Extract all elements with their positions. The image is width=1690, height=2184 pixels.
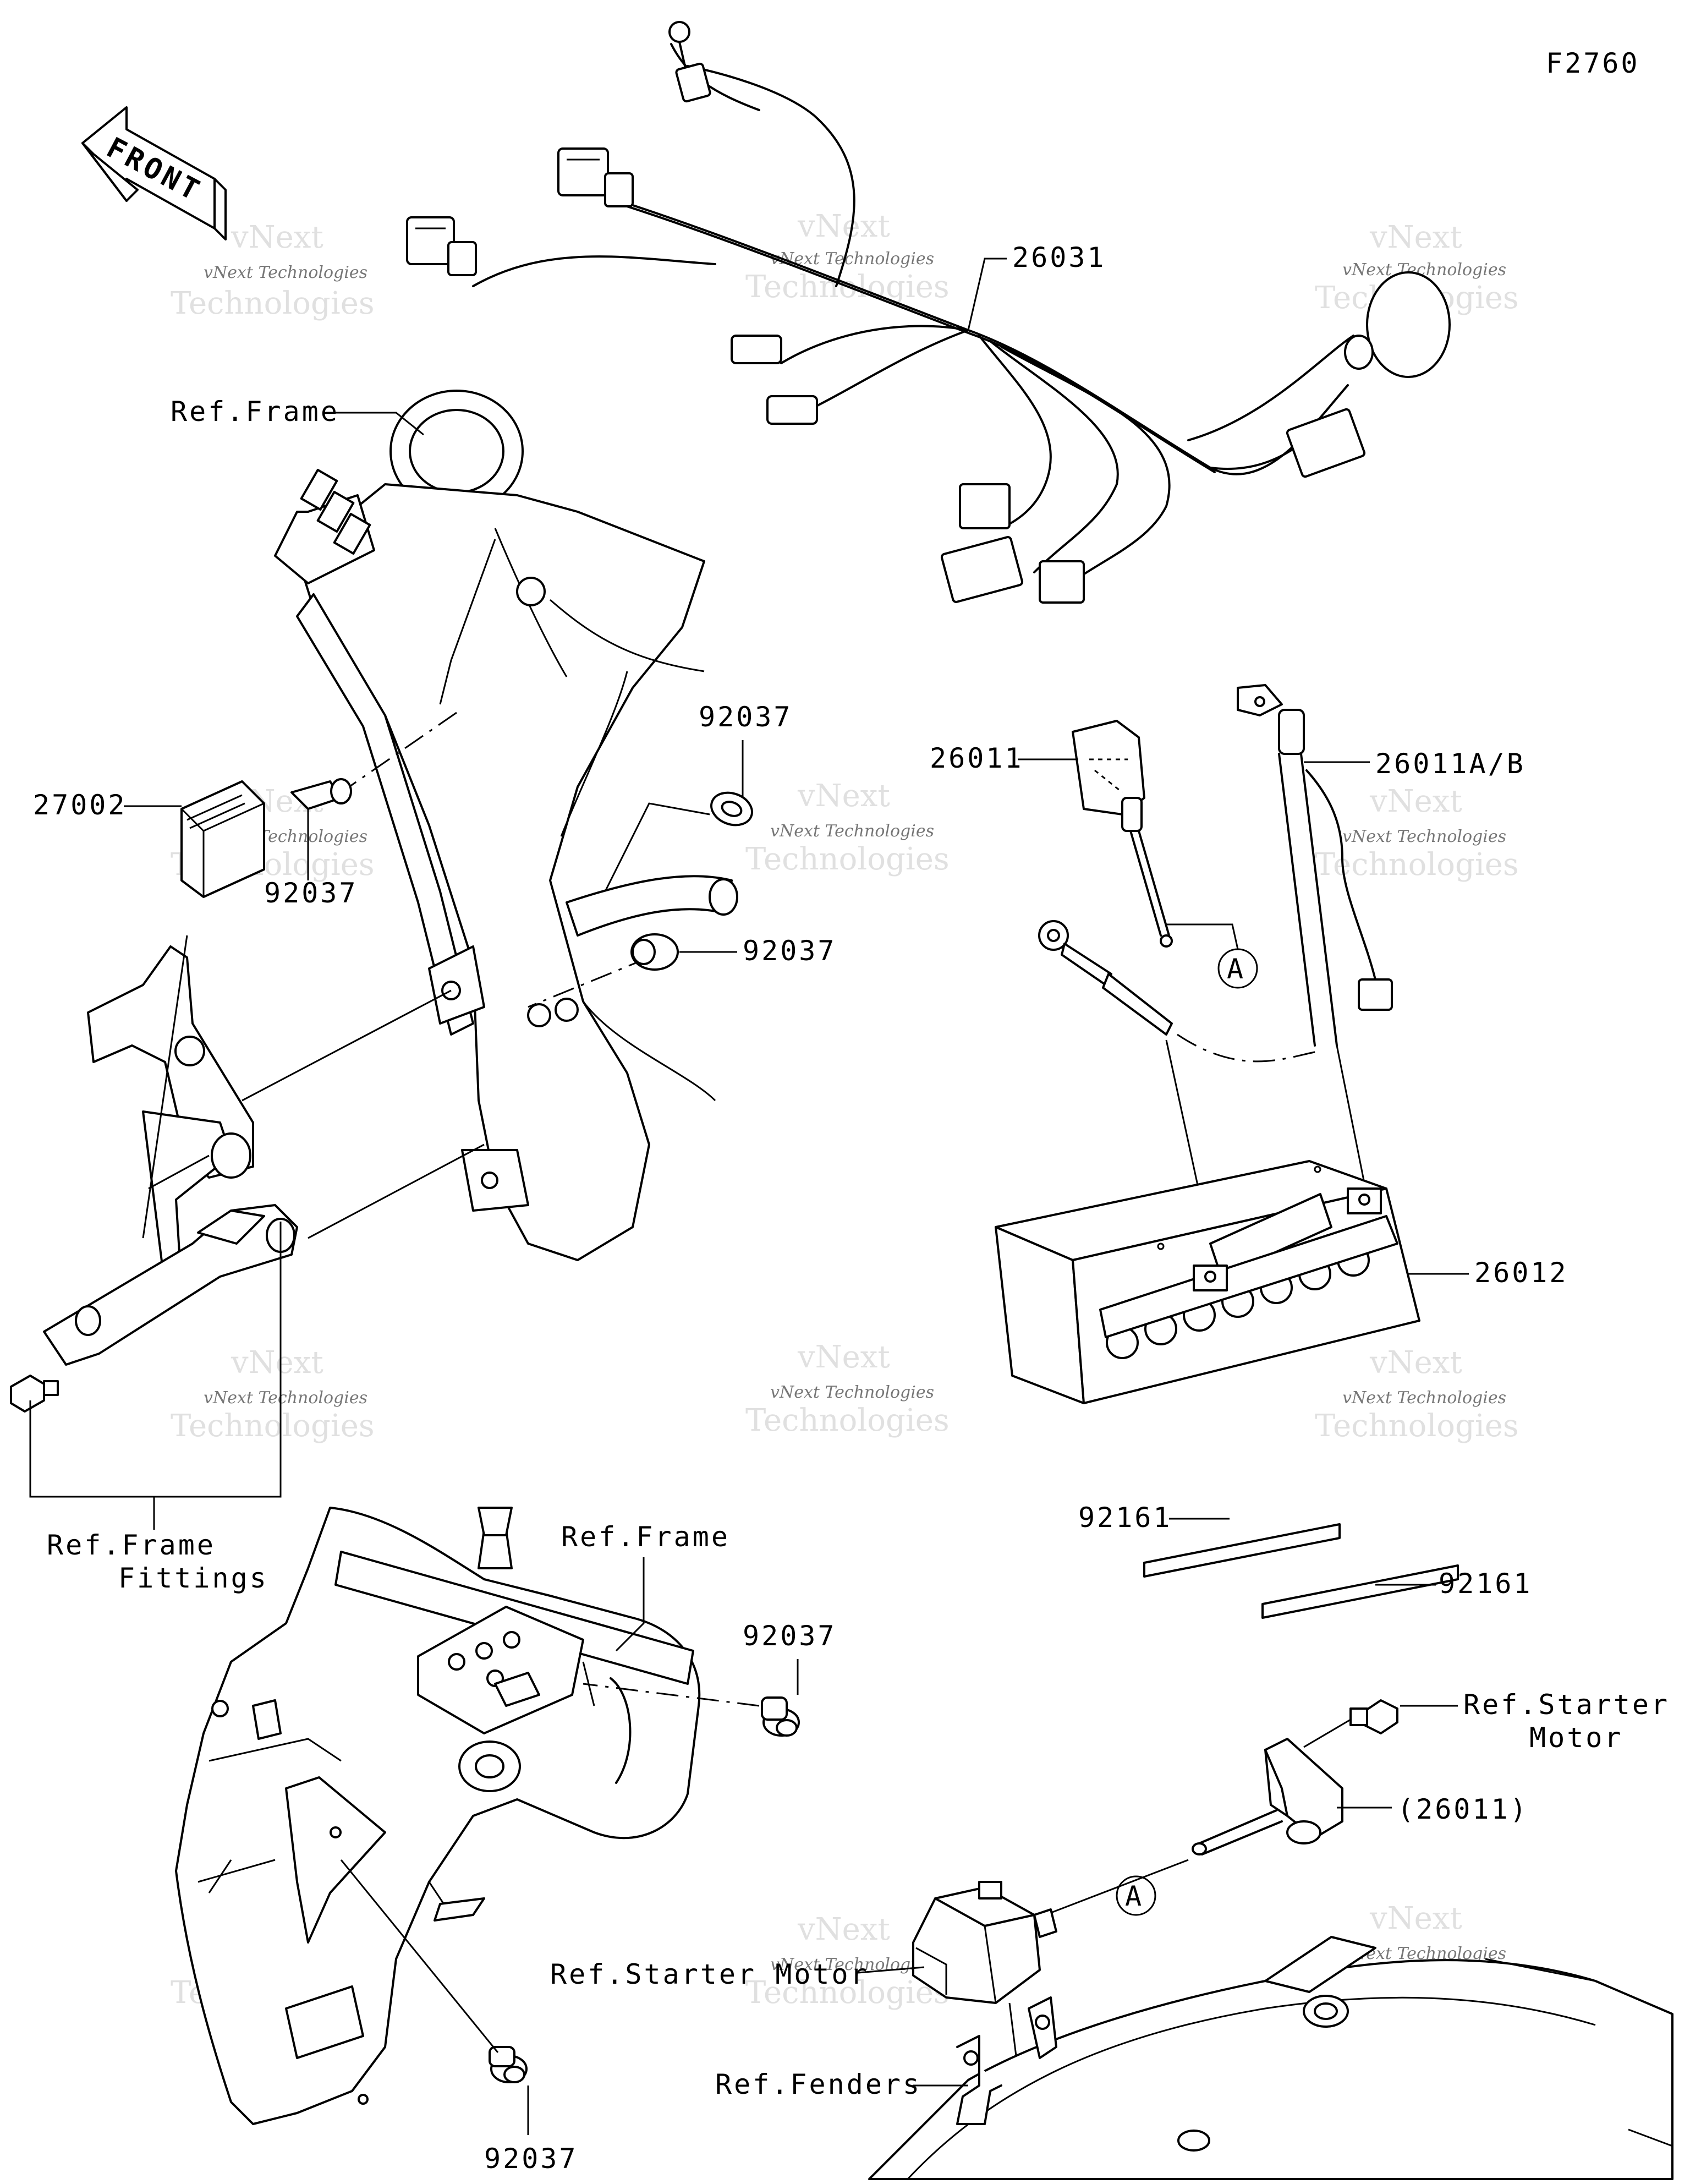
ground-cable-26011	[1072, 720, 1173, 948]
watermark: Technologies vNext Technologies vNext	[1315, 1345, 1519, 1444]
clamp-mid	[630, 933, 679, 971]
svg-text:Technologies: Technologies	[745, 1975, 950, 2011]
battery-26012	[995, 1160, 1420, 1404]
watermark: Technologies vNext Technologies vNext	[745, 1339, 950, 1438]
battery-label: 26012	[1474, 1257, 1568, 1289]
svg-text:vNext Technologies: vNext Technologies	[770, 1955, 934, 1974]
watermark: Technologies vNext Technologies vNext	[745, 778, 950, 877]
battery-terminal-negative	[1193, 1265, 1228, 1291]
battery-pad-2	[1261, 1564, 1459, 1619]
svg-text:Technologies: Technologies	[171, 1408, 375, 1444]
svg-text:vNext Technologies: vNext Technologies	[1342, 827, 1506, 846]
svg-text:vNext: vNext	[797, 1912, 890, 1947]
starter-relay	[912, 1881, 1057, 2004]
battery-negative-lead	[1038, 920, 1173, 1036]
svg-text:Technologies: Technologies	[745, 841, 950, 877]
frame-fitting-bracket	[43, 1204, 298, 1366]
harness-connector	[406, 216, 477, 276]
battery-pad-1	[1143, 1523, 1341, 1578]
svg-text:Technologies: Technologies	[745, 1403, 950, 1438]
clamp-bottom-1	[761, 1696, 800, 1737]
svg-text:Technologies: Technologies	[1315, 1408, 1519, 1444]
harness-connector	[940, 536, 1024, 603]
bolt	[10, 1375, 59, 1413]
ref-fenders-label: Ref.Fenders	[715, 2068, 921, 2100]
ref-starter-motor-left-label: Ref.Starter Motor	[550, 1958, 869, 1990]
svg-text:vNext: vNext	[797, 778, 890, 814]
ref-starter-motor-label-r2: Motor	[1529, 1722, 1623, 1754]
harness-sensor	[1344, 271, 1451, 378]
svg-text:vNext: vNext	[231, 1345, 323, 1381]
battery-terminal-positive	[1347, 1187, 1382, 1214]
callout-a-bottom: A	[1116, 1875, 1156, 1916]
harness-connector	[557, 147, 634, 207]
ref-frame-bottom-label: Ref.Frame	[561, 1521, 730, 1553]
pad-2-label: 92161	[1439, 1568, 1533, 1600]
svg-text:vNext: vNext	[231, 220, 323, 255]
ref-frame-fittings-label-1: Ref.Frame	[47, 1529, 216, 1561]
install-line	[528, 956, 650, 1008]
clamp-mid-label: 92037	[743, 935, 837, 967]
relay-label: 27002	[33, 789, 127, 821]
harness-connector	[1286, 408, 1366, 478]
starter-cable-label: (26011)	[1397, 1793, 1529, 1825]
svg-text:vNext Technologies: vNext Technologies	[1342, 1388, 1506, 1408]
battery-cable-label: 26011A/B	[1375, 748, 1526, 780]
relay-27002	[180, 780, 265, 898]
svg-text:vNext: vNext	[797, 209, 890, 244]
watermark: Technologies vNext Technologies vNext	[171, 1345, 375, 1444]
front-arrow-icon: FRONT	[81, 106, 227, 240]
harness-connector	[766, 395, 818, 425]
frame-upper	[274, 390, 738, 1261]
clamp-bottom-2	[489, 2046, 528, 2083]
clamp-bottom-1-label: 92037	[743, 1620, 837, 1652]
harness-connector	[731, 335, 782, 364]
svg-text:vNext: vNext	[1369, 1345, 1462, 1381]
pad-1-label: 92161	[1078, 1502, 1172, 1534]
main-wiring-harness	[406, 21, 1451, 604]
svg-text:vNext: vNext	[1369, 220, 1462, 255]
fender	[868, 1936, 1673, 2180]
svg-text:A: A	[1227, 953, 1245, 985]
figure-code: F2760	[1546, 47, 1640, 79]
svg-text:vNext Technologies: vNext Technologies	[770, 822, 934, 841]
svg-text:vNext: vNext	[797, 1339, 890, 1375]
svg-text:vNext Technologies: vNext Technologies	[204, 1388, 367, 1408]
clamp-relay-label: 92037	[264, 877, 358, 909]
svg-text:vNext: vNext	[1369, 784, 1462, 819]
svg-text:vNext Technologies: vNext Technologies	[204, 263, 367, 282]
ref-frame-fittings-label-2: Fittings	[118, 1562, 268, 1594]
clamp-bottom-2-label: 92037	[484, 2143, 578, 2175]
harness-connector	[959, 483, 1011, 529]
svg-text:Technologies: Technologies	[1315, 847, 1519, 883]
watermark: Technologies vNext Technologies vNext	[745, 1912, 950, 2011]
clamp-upper	[710, 791, 753, 826]
starter-cable	[1192, 1699, 1398, 1855]
svg-text:Technologies: Technologies	[171, 286, 375, 321]
harness-label: 26031	[1012, 242, 1106, 273]
svg-text:vNext Technologies: vNext Technologies	[770, 1383, 934, 1402]
clamp-relay	[290, 778, 352, 810]
ground-cable-label: 26011	[930, 742, 1024, 774]
frame-lower	[175, 1507, 701, 2125]
ref-starter-motor-label-r1: Ref.Starter	[1463, 1689, 1670, 1721]
battery-cable-26011ab	[1237, 684, 1393, 1047]
relay-bracket	[87, 945, 254, 1289]
watermark: Technologies vNext Technologies vNext	[1315, 784, 1519, 883]
watermark: Technologies vNext Technologies vNext	[171, 220, 375, 321]
clamp-upper-label: 92037	[699, 701, 793, 733]
svg-text:vNext: vNext	[1369, 1901, 1462, 1936]
callout-a-top: A	[1166, 923, 1258, 989]
harness-connector	[1039, 560, 1085, 604]
svg-text:A: A	[1125, 1880, 1144, 1912]
ref-frame-top-label: Ref.Frame	[171, 396, 339, 428]
